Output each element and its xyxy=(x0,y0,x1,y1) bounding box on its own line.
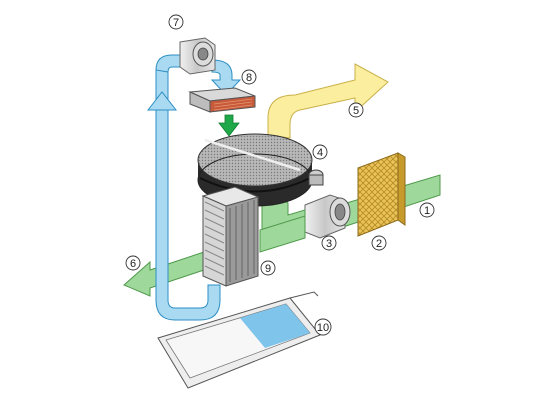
heater-icon xyxy=(188,87,256,113)
heat-exchanger-icon xyxy=(201,186,260,287)
callout-4-label: 4 xyxy=(317,147,323,159)
water-tray-icon xyxy=(157,291,321,389)
callout-1: 1 xyxy=(419,202,435,218)
callout-2-label: 2 xyxy=(376,238,382,250)
callout-10: 10 xyxy=(314,318,332,336)
exhaust-air-duct xyxy=(267,63,389,139)
callout-8-label: 8 xyxy=(246,72,252,84)
callout-4: 4 xyxy=(312,144,328,160)
callout-3: 3 xyxy=(321,235,337,251)
regeneration-flow-arrow xyxy=(218,114,240,137)
callout-7-label: 7 xyxy=(173,17,179,29)
callout-9-label: 9 xyxy=(265,263,271,275)
callout-2: 2 xyxy=(371,235,387,251)
callout-9: 9 xyxy=(260,260,276,276)
filter-icon xyxy=(357,152,406,237)
process-fan-icon xyxy=(304,194,351,239)
callout-1-label: 1 xyxy=(424,205,430,217)
callout-5: 5 xyxy=(348,102,364,118)
callout-10-label: 10 xyxy=(317,322,329,334)
callout-6: 6 xyxy=(125,255,141,271)
regeneration-fan-icon xyxy=(179,37,216,75)
callout-6-label: 6 xyxy=(130,258,136,270)
regeneration-air-duct xyxy=(146,54,242,321)
callout-8: 8 xyxy=(241,69,257,85)
callout-3-label: 3 xyxy=(326,238,332,250)
callout-7: 7 xyxy=(168,14,184,30)
drive-motor-icon xyxy=(308,169,324,186)
callout-5-label: 5 xyxy=(353,105,359,117)
